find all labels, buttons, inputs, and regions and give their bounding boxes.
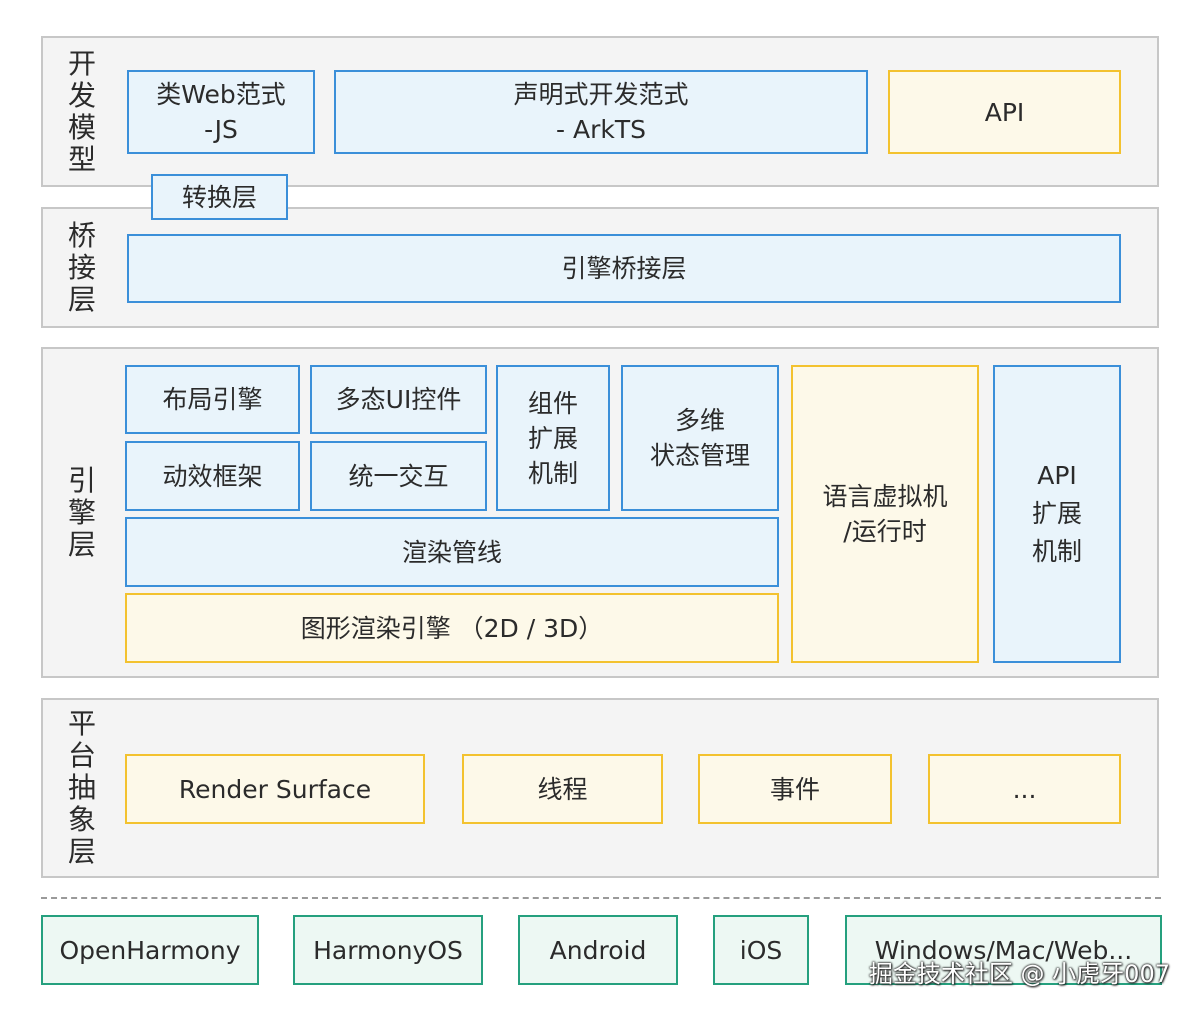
engine-layer: 引 擎 层 布局引擎 多态UI控件 组件 扩展 机制 多维 状态管理 动效框架 … [41, 347, 1159, 678]
state-management-box: 多维 状态管理 [621, 365, 779, 511]
dev-model-layer: 开 发 模 型 类Web范式 -JS 声明式开发范式 - ArkTS API [41, 36, 1159, 187]
render-surface-box: Render Surface [125, 754, 425, 824]
unified-interaction-box: 统一交互 [310, 441, 487, 511]
more-box: ... [928, 754, 1121, 824]
web-paradigm-box: 类Web范式 -JS [127, 70, 315, 154]
platform-harmonyos: HarmonyOS [293, 915, 483, 985]
platform-ios: iOS [713, 915, 809, 985]
platform-layer-label: 平 台 抽 象 层 [67, 707, 96, 868]
engine-bridge-box: 引擎桥接层 [127, 234, 1121, 303]
platform-openharmony: OpenHarmony [41, 915, 259, 985]
platform-abstraction-layer: 平 台 抽 象 层 Render Surface 线程 事件 ... [41, 698, 1159, 878]
engine-layer-label: 引 擎 层 [67, 463, 96, 561]
api-box: API [888, 70, 1121, 154]
language-vm-runtime-box: 语言虚拟机 /运行时 [791, 365, 979, 663]
bridge-layer-label: 桥 接 层 [67, 218, 96, 316]
declarative-paradigm-box: 声明式开发范式 - ArkTS [334, 70, 868, 154]
platform-windows-mac-web: Windows/Mac/Web... [845, 915, 1162, 985]
thread-box: 线程 [462, 754, 663, 824]
conversion-layer-box: 转换层 [151, 174, 288, 220]
bridge-layer: 桥 接 层 引擎桥接层 [41, 207, 1159, 328]
render-pipeline-box: 渲染管线 [125, 517, 779, 587]
dashed-separator [41, 897, 1161, 899]
graphics-render-engine-box: 图形渲染引擎 （2D / 3D） [125, 593, 779, 663]
api-extension-box: API 扩展 机制 [993, 365, 1121, 663]
layout-engine-box: 布局引擎 [125, 365, 300, 434]
event-box: 事件 [698, 754, 892, 824]
component-extension-box: 组件 扩展 机制 [496, 365, 610, 511]
dev-model-layer-label: 开 发 模 型 [67, 46, 96, 176]
animation-framework-box: 动效框架 [125, 441, 300, 511]
multi-ui-controls-box: 多态UI控件 [310, 365, 487, 434]
watermark-text: 掘金技术社区 @ 小虎牙007 [868, 960, 1170, 988]
platform-android: Android [518, 915, 678, 985]
